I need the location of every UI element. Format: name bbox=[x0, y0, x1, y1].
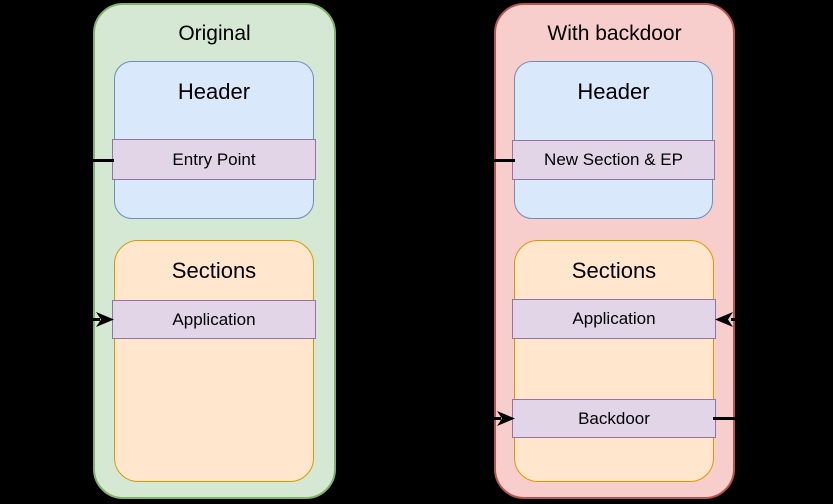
backdoor-new-section-strip: New Section & EP bbox=[512, 140, 715, 180]
panel-with-backdoor-title: With backdoor bbox=[547, 22, 682, 45]
panel-original-title: Original bbox=[178, 22, 251, 45]
original-entry-point-strip: Entry Point bbox=[112, 139, 316, 180]
backdoor-header-box: Header New Section & EP bbox=[512, 61, 715, 219]
original-entry-point-label: Entry Point bbox=[172, 149, 256, 169]
backdoor-sections-title: Sections bbox=[571, 258, 657, 283]
arrowhead-right-icon bbox=[96, 312, 114, 327]
backdoor-sections-box: Sections Application Backdoor bbox=[512, 240, 716, 482]
backdoor-backdoor-strip: Backdoor bbox=[512, 399, 716, 438]
arrowhead-right-icon bbox=[497, 411, 515, 426]
backdoor-header-title: Header bbox=[577, 79, 650, 104]
backdoor-backdoor-label: Backdoor bbox=[578, 408, 650, 428]
original-header-title: Header bbox=[177, 79, 251, 104]
original-application-strip: Application bbox=[112, 300, 316, 339]
backdoor-application-label: Application bbox=[572, 309, 656, 328]
connector-application-line bbox=[93, 318, 100, 321]
backdoor-application-strip: Application bbox=[512, 299, 716, 339]
connector-new-section-line bbox=[494, 159, 515, 162]
original-header-box: Header Entry Point bbox=[112, 61, 316, 219]
original-application-label: Application bbox=[172, 309, 256, 329]
connector-backdoor-out-line bbox=[713, 417, 735, 420]
arrowhead-left-icon bbox=[715, 312, 733, 327]
panel-with-backdoor: With backdoor Header New Section & EP Se… bbox=[494, 3, 735, 499]
connector-entry-point-line bbox=[93, 159, 114, 162]
connector-backdoor-in-line bbox=[494, 417, 501, 420]
backdoor-new-section-label: New Section & EP bbox=[544, 150, 683, 169]
original-sections-title: Sections bbox=[171, 258, 257, 283]
panel-original: Original Header Entry Point Sections App… bbox=[93, 3, 336, 499]
original-sections-box: Sections Application bbox=[112, 240, 316, 482]
connector-application-in-line bbox=[731, 318, 735, 321]
